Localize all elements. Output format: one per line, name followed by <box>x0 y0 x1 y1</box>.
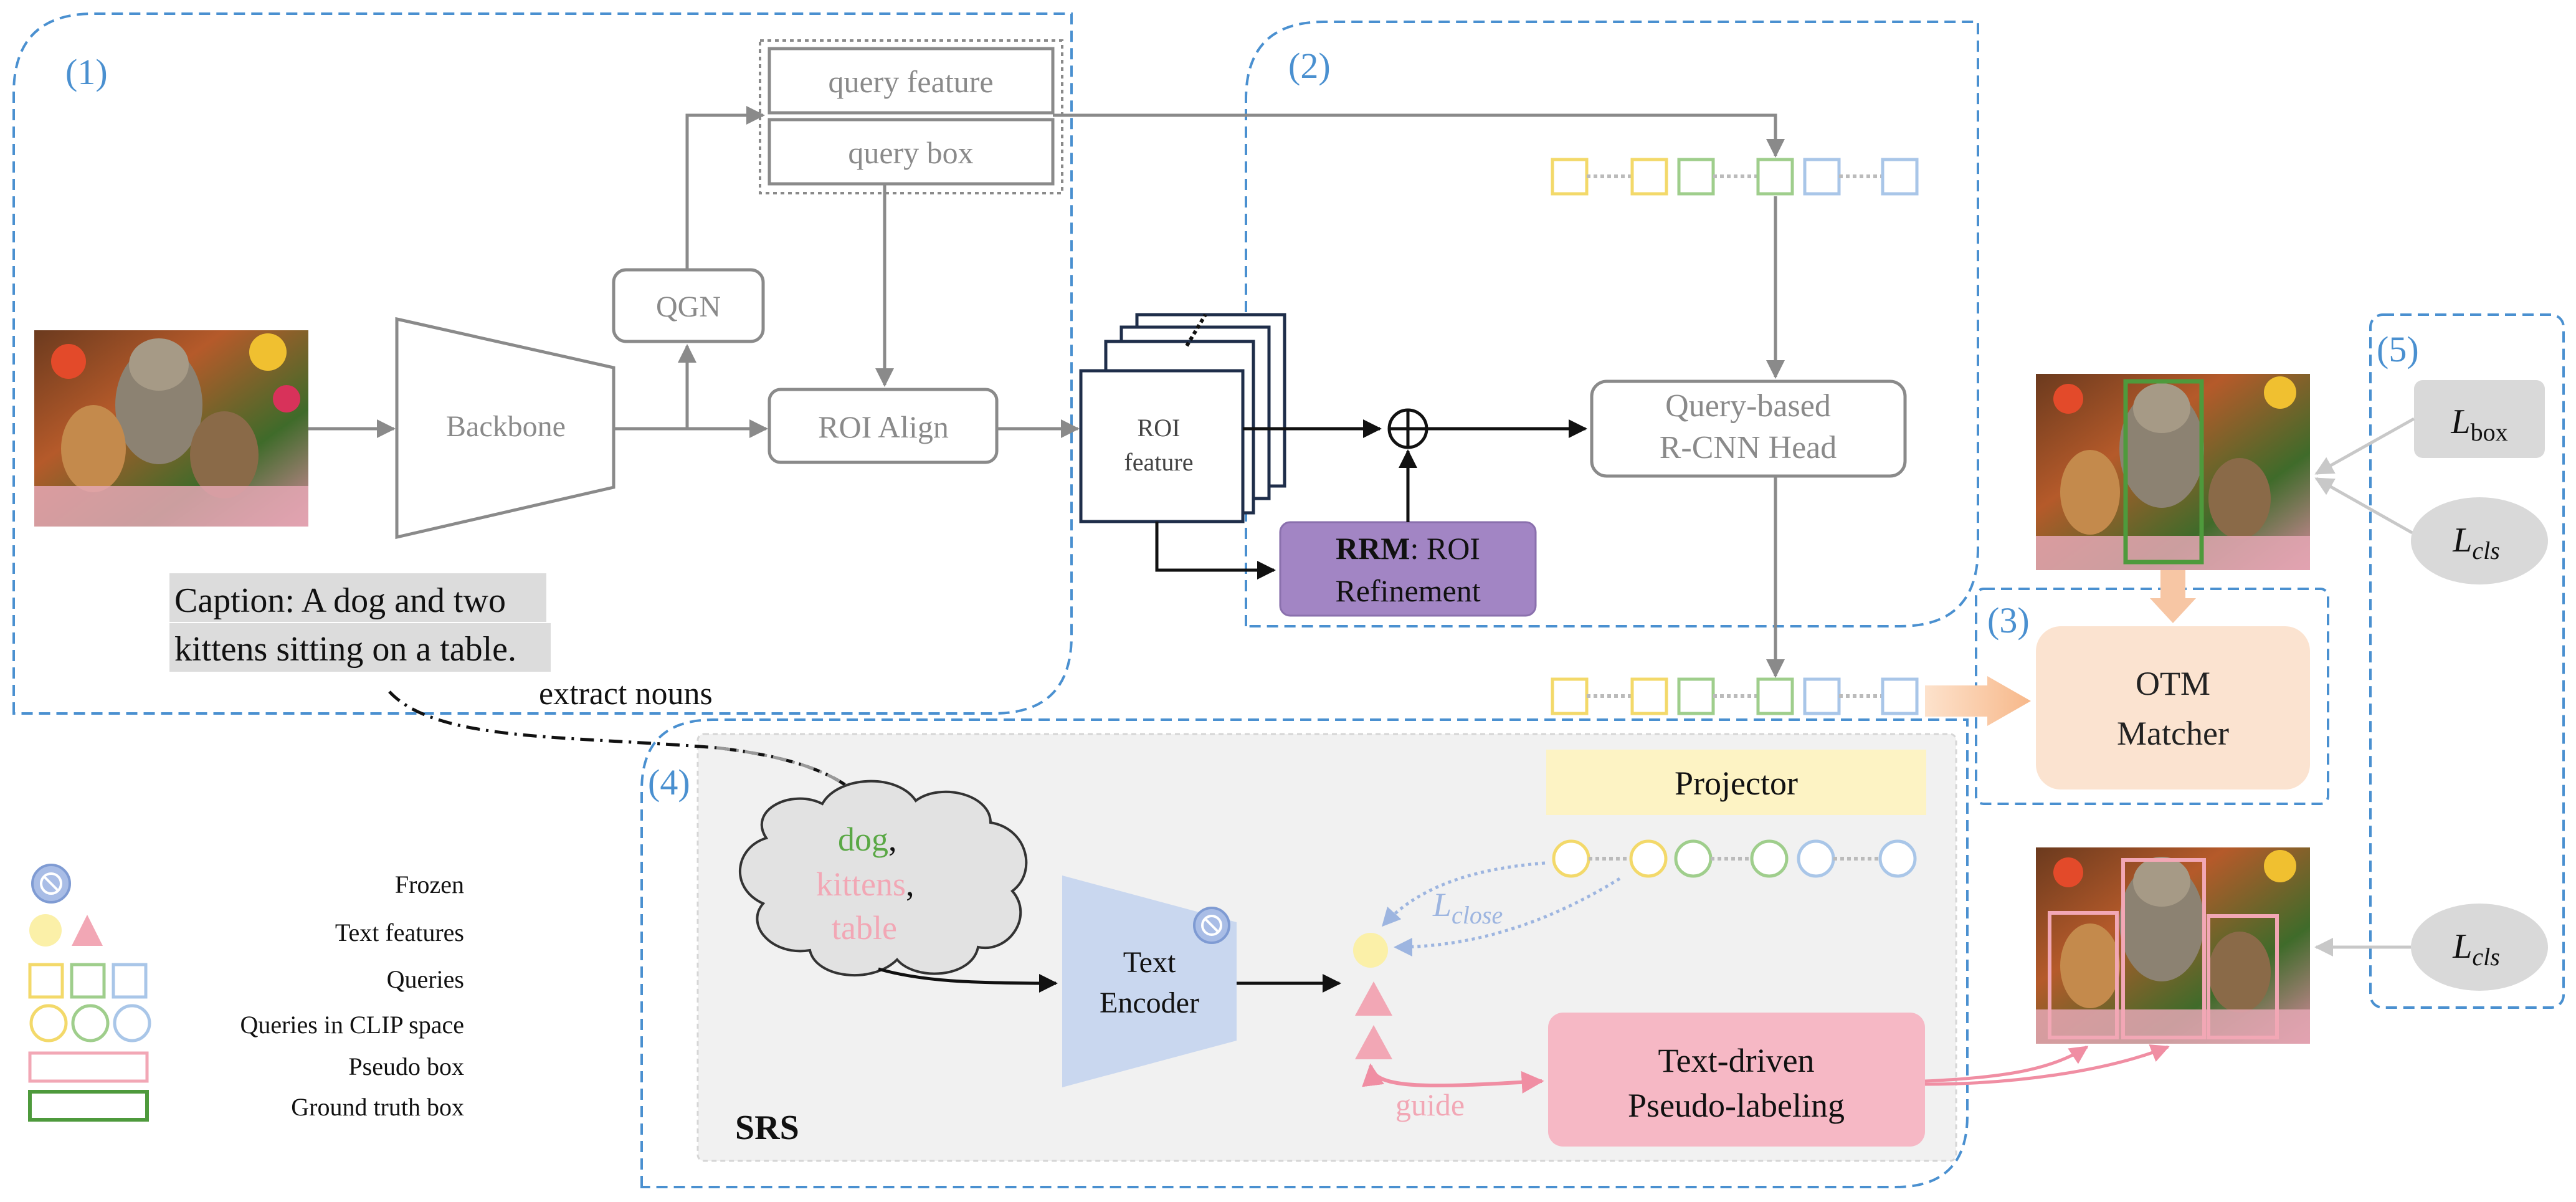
text-encoder-label-2: Encoder <box>1100 986 1199 1019</box>
loss-cls-node-1 <box>2411 497 2548 584</box>
rrm-label-line1: RRM: ROI <box>1336 531 1480 566</box>
region-2-border <box>1245 21 1979 627</box>
guide-label: guide <box>1395 1087 1465 1122</box>
arrow-lclose-1 <box>1381 861 1546 927</box>
srs-label: SRS <box>735 1109 799 1147</box>
legend-label-frozen: Frozen <box>395 870 464 899</box>
legend-gt-box-icon <box>28 1090 149 1122</box>
query-row-output <box>1551 677 1919 715</box>
roi-align-label: ROI Align <box>818 409 949 444</box>
rcnn-head-label-2: R-CNN Head <box>1660 430 1837 465</box>
query-row-top <box>1551 158 1919 196</box>
pseudo-box-image <box>2036 847 2310 1044</box>
roi-feature-label-2: feature <box>1124 448 1193 476</box>
query-row-clip <box>1552 839 1917 878</box>
legend-label-gt-box: Ground truth box <box>291 1093 464 1121</box>
arrow-losscls-gt <box>2314 477 2413 535</box>
pseudo-labeling-label-1: Text-driven <box>1658 1042 1814 1079</box>
legend-query-square-icon <box>28 963 148 999</box>
text-feature-circle <box>1353 933 1388 968</box>
query-feature-block <box>768 47 1055 115</box>
loss-box-label: Lbox <box>2450 403 2507 446</box>
loss-box-node <box>2414 380 2545 458</box>
region-5-label: (5) <box>2377 329 2419 370</box>
roi-feature-label-1: ROI <box>1138 414 1181 442</box>
region-1-label: (1) <box>65 52 108 92</box>
region-5-border <box>2369 313 2565 1009</box>
legend-frozen-icon <box>31 864 71 904</box>
loss-cls-node-2 <box>2411 904 2548 991</box>
arrow-qgn-queryfeature <box>685 106 765 270</box>
arrow-queryfeature-queries <box>1053 113 1785 158</box>
arrow-guide <box>1362 1063 1544 1094</box>
rcnn-head-block <box>1590 379 1907 478</box>
backbone-label: Backbone <box>446 410 566 443</box>
rrm-label-rest: : ROI <box>1410 531 1480 566</box>
gt-box-image <box>2036 374 2310 570</box>
arrow-lossbox-gt <box>2314 417 2415 475</box>
caption-highlight-2 <box>169 623 551 672</box>
arrow-queries-otm <box>1925 676 2031 726</box>
arrow-pseudo-image-1 <box>1924 1045 2089 1083</box>
query-box-label: query box <box>848 135 973 170</box>
pseudo-labeling-block <box>1548 1013 1925 1147</box>
region-2-label: (2) <box>1288 45 1331 86</box>
otm-label-1: OTM <box>2136 665 2210 702</box>
extract-nouns-label: extract nouns <box>539 676 713 712</box>
arrow-roifeature-rrm <box>1155 522 1276 580</box>
caption-line-2: kittens sitting on a table. <box>174 630 516 669</box>
region-4-border <box>640 718 1969 1188</box>
caption-line-1: Caption: A dog and two <box>174 581 506 620</box>
legend-pseudo-box-icon <box>28 1051 149 1083</box>
noun-table: table <box>832 909 897 947</box>
backbone-block <box>395 317 615 540</box>
region-1-border <box>12 12 1073 715</box>
caption-highlight-1 <box>169 573 546 622</box>
region-4-label: (4) <box>648 762 690 803</box>
otm-label-2: Matcher <box>2117 715 2229 752</box>
roi-feature-stack <box>1079 313 1286 523</box>
noun-cloud <box>739 780 1028 977</box>
arrow-lclose-2 <box>1394 877 1621 956</box>
qgn-label: QGN <box>656 290 721 323</box>
roi-align-block <box>768 388 999 464</box>
legend-label-queries: Queries <box>387 965 464 993</box>
noun-dog: dog, <box>838 821 897 858</box>
region-3-label: (3) <box>1987 600 2030 641</box>
rrm-label-line2: Refinement <box>1335 573 1480 608</box>
text-feature-triangle-2 <box>1355 1025 1392 1059</box>
legend-text-feature-icon <box>29 914 103 947</box>
query-feature-label: query feature <box>828 64 993 99</box>
arrow-cloud-encoder <box>878 967 1058 993</box>
arrow-extract-nouns <box>388 690 874 811</box>
loss-cls-label-2: Lcls <box>2452 927 2500 971</box>
rrm-label-bold: RRM <box>1336 531 1410 566</box>
legend-label-queries-clip: Queries in CLIP space <box>240 1011 464 1039</box>
projector-label: Projector <box>1675 765 1798 802</box>
noun-kittens: kittens, <box>816 866 915 903</box>
arrow-gt-otm <box>2150 570 2196 623</box>
query-box-block <box>768 118 1055 186</box>
legend: Frozen Text features Queries Queries in … <box>28 864 464 1122</box>
text-encoder-block <box>1062 875 1237 1087</box>
pseudo-labeling-label-2: Pseudo-labeling <box>1628 1087 1845 1124</box>
input-image <box>34 330 308 527</box>
loss-close-label: Lclose <box>1432 886 1503 929</box>
query-group-frame <box>759 39 1063 194</box>
legend-query-circle-icon <box>29 1004 151 1042</box>
frozen-icon <box>1193 907 1230 944</box>
legend-label-text-features: Text features <box>335 918 464 947</box>
projector-block <box>1546 750 1926 815</box>
otm-matcher-block <box>2036 626 2310 789</box>
arrow-pseudo-image-2 <box>1924 1044 2170 1086</box>
loss-cls-label-1: Lcls <box>2452 521 2500 565</box>
rcnn-head-label-1: Query-based <box>1665 388 1831 424</box>
text-encoder-label-1: Text <box>1123 946 1176 979</box>
plus-node <box>1387 408 1428 449</box>
text-feature-triangle-1 <box>1355 981 1392 1016</box>
legend-label-pseudo-box: Pseudo box <box>348 1052 464 1080</box>
